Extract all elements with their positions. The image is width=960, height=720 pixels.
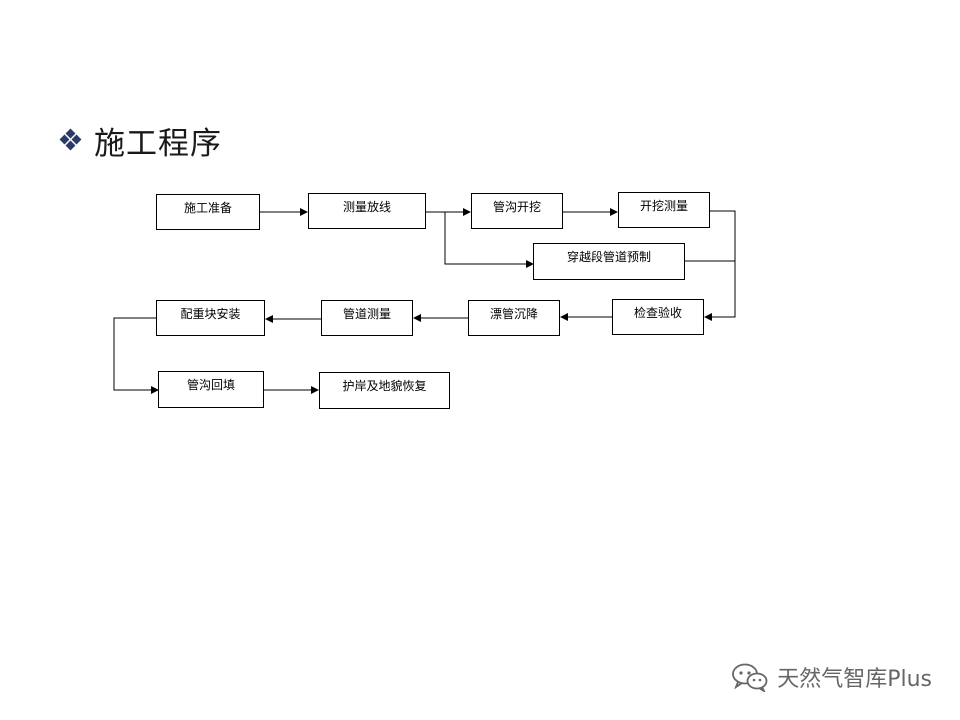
- watermark-text: 天然气智库Plus: [777, 667, 932, 692]
- node-pipe-survey: 管道测量: [321, 300, 413, 336]
- node-trench-excavation: 管沟开挖: [471, 193, 563, 229]
- node-trench-backfill: 管沟回填: [158, 371, 264, 408]
- node-crossing-pipe-prefab: 穿越段管道预制: [533, 243, 685, 280]
- arrow-survey-to-prefab: [444, 212, 534, 268]
- node-survey-staking: 测量放线: [308, 193, 426, 229]
- node-excavation-survey: 开挖测量: [618, 192, 710, 228]
- node-inspection-acceptance: 检查验收: [612, 299, 704, 335]
- node-construction-prep: 施工准备: [156, 194, 260, 230]
- watermark: 天然气智库Plus: [731, 662, 932, 692]
- arrow-trenchsurvey-to-inspect: [704, 210, 736, 321]
- node-weight-block-install: 配重块安装: [156, 300, 265, 336]
- slide-title-row: 施工程序: [59, 120, 222, 162]
- slide-title: 施工程序: [94, 125, 222, 162]
- wechat-icon: [732, 663, 768, 692]
- node-pipe-floating-sinking: 漂管沉降: [468, 300, 560, 336]
- arrow-weight-to-backfill: [113, 317, 159, 394]
- node-bank-landform-restoration: 护岸及地貌恢复: [319, 372, 450, 409]
